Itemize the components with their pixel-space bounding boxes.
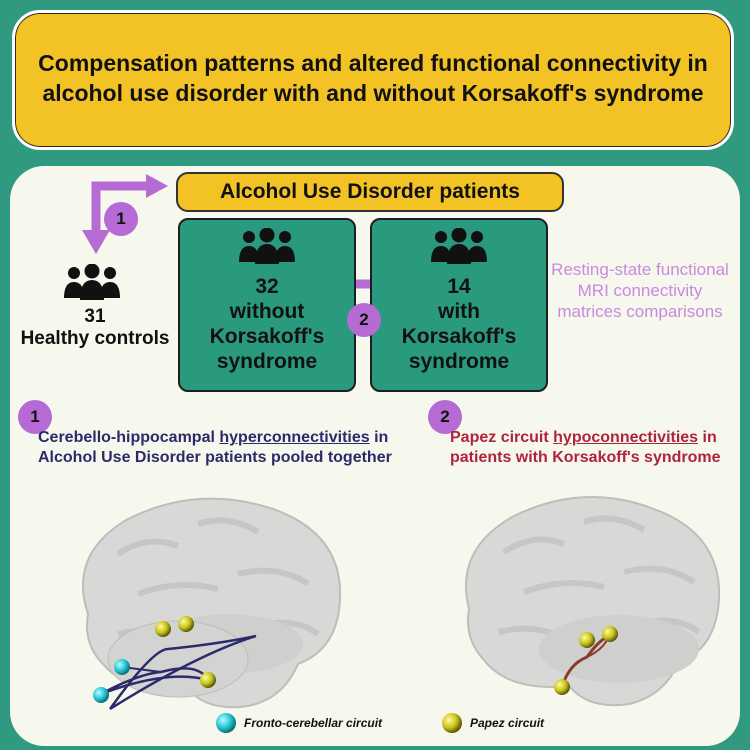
- healthy-controls: 31 Healthy controls: [10, 306, 180, 350]
- method-description: Resting-state functional MRI connectivit…: [551, 260, 729, 321]
- papez-node: [554, 679, 570, 695]
- finding-badge-2: 2: [428, 400, 462, 434]
- papez-node: [602, 626, 618, 642]
- papez-legend-icon: [442, 713, 462, 733]
- group-without-label: without Korsakoff's syndrome: [209, 300, 325, 373]
- healthy-controls-label: Healthy controls: [20, 328, 170, 349]
- step-badge-2: 2: [347, 303, 381, 337]
- aud-patients-label: Alcohol Use Disorder patients: [176, 172, 564, 212]
- fronto-cerebellar-node: [114, 659, 130, 675]
- papez-node: [178, 616, 194, 632]
- content-panel: Alcohol Use Disorder patients 1 31 Healt…: [10, 166, 740, 746]
- group-with-count: 14: [447, 275, 471, 298]
- papez-node: [200, 672, 216, 688]
- papez-node: [579, 632, 595, 648]
- finding-2-rest: in patients with Korsakoff's syndrome: [450, 429, 721, 466]
- papez-node: [155, 621, 171, 637]
- finding-2-prefix: Papez circuit: [450, 429, 554, 446]
- finding-1-prefix: Cerebello-hippocampal: [38, 429, 220, 446]
- step-badge-1: 1: [104, 202, 138, 236]
- people-group-icon: [239, 228, 295, 264]
- finding-1-rest: in Alcohol Use Disorder patients pooled …: [38, 429, 392, 466]
- brain-image-right: [465, 496, 721, 707]
- page-title: Compensation patterns and altered functi…: [38, 50, 708, 106]
- finding-badge-1: 1: [18, 400, 52, 434]
- finding-2-emphasis: hypoconnectivities: [553, 429, 699, 446]
- finding-2: Papez circuit hypoconnectivities in pati…: [450, 428, 740, 468]
- group-without-korsakoff: 32 without Korsakoff's syndrome: [178, 218, 356, 392]
- group-with-korsakoff: 14 with Korsakoff's syndrome: [370, 218, 548, 392]
- fronto-cerebellar-node: [93, 687, 109, 703]
- group-without-count: 32: [255, 275, 279, 298]
- people-group-icon: [64, 264, 120, 300]
- arrow-to-healthy-controls: [91, 181, 150, 234]
- finding-1: Cerebello-hippocampal hyperconnectivitie…: [38, 428, 418, 468]
- arrowhead-down: [82, 230, 110, 254]
- legend-papez: Papez circuit: [470, 716, 545, 730]
- fronto-cerebellar-legend-icon: [216, 713, 236, 733]
- brain-nodes-left: [93, 616, 216, 703]
- arrowhead-right: [146, 174, 168, 198]
- legend-fronto-cerebellar: Fronto-cerebellar circuit: [244, 716, 383, 730]
- people-group-icon: [431, 228, 487, 264]
- group-with-label: with Korsakoff's syndrome: [401, 300, 517, 373]
- healthy-controls-count: 31: [84, 306, 106, 327]
- finding-1-emphasis: hyperconnectivities: [219, 429, 370, 446]
- title-banner: Compensation patterns and altered functi…: [12, 10, 734, 150]
